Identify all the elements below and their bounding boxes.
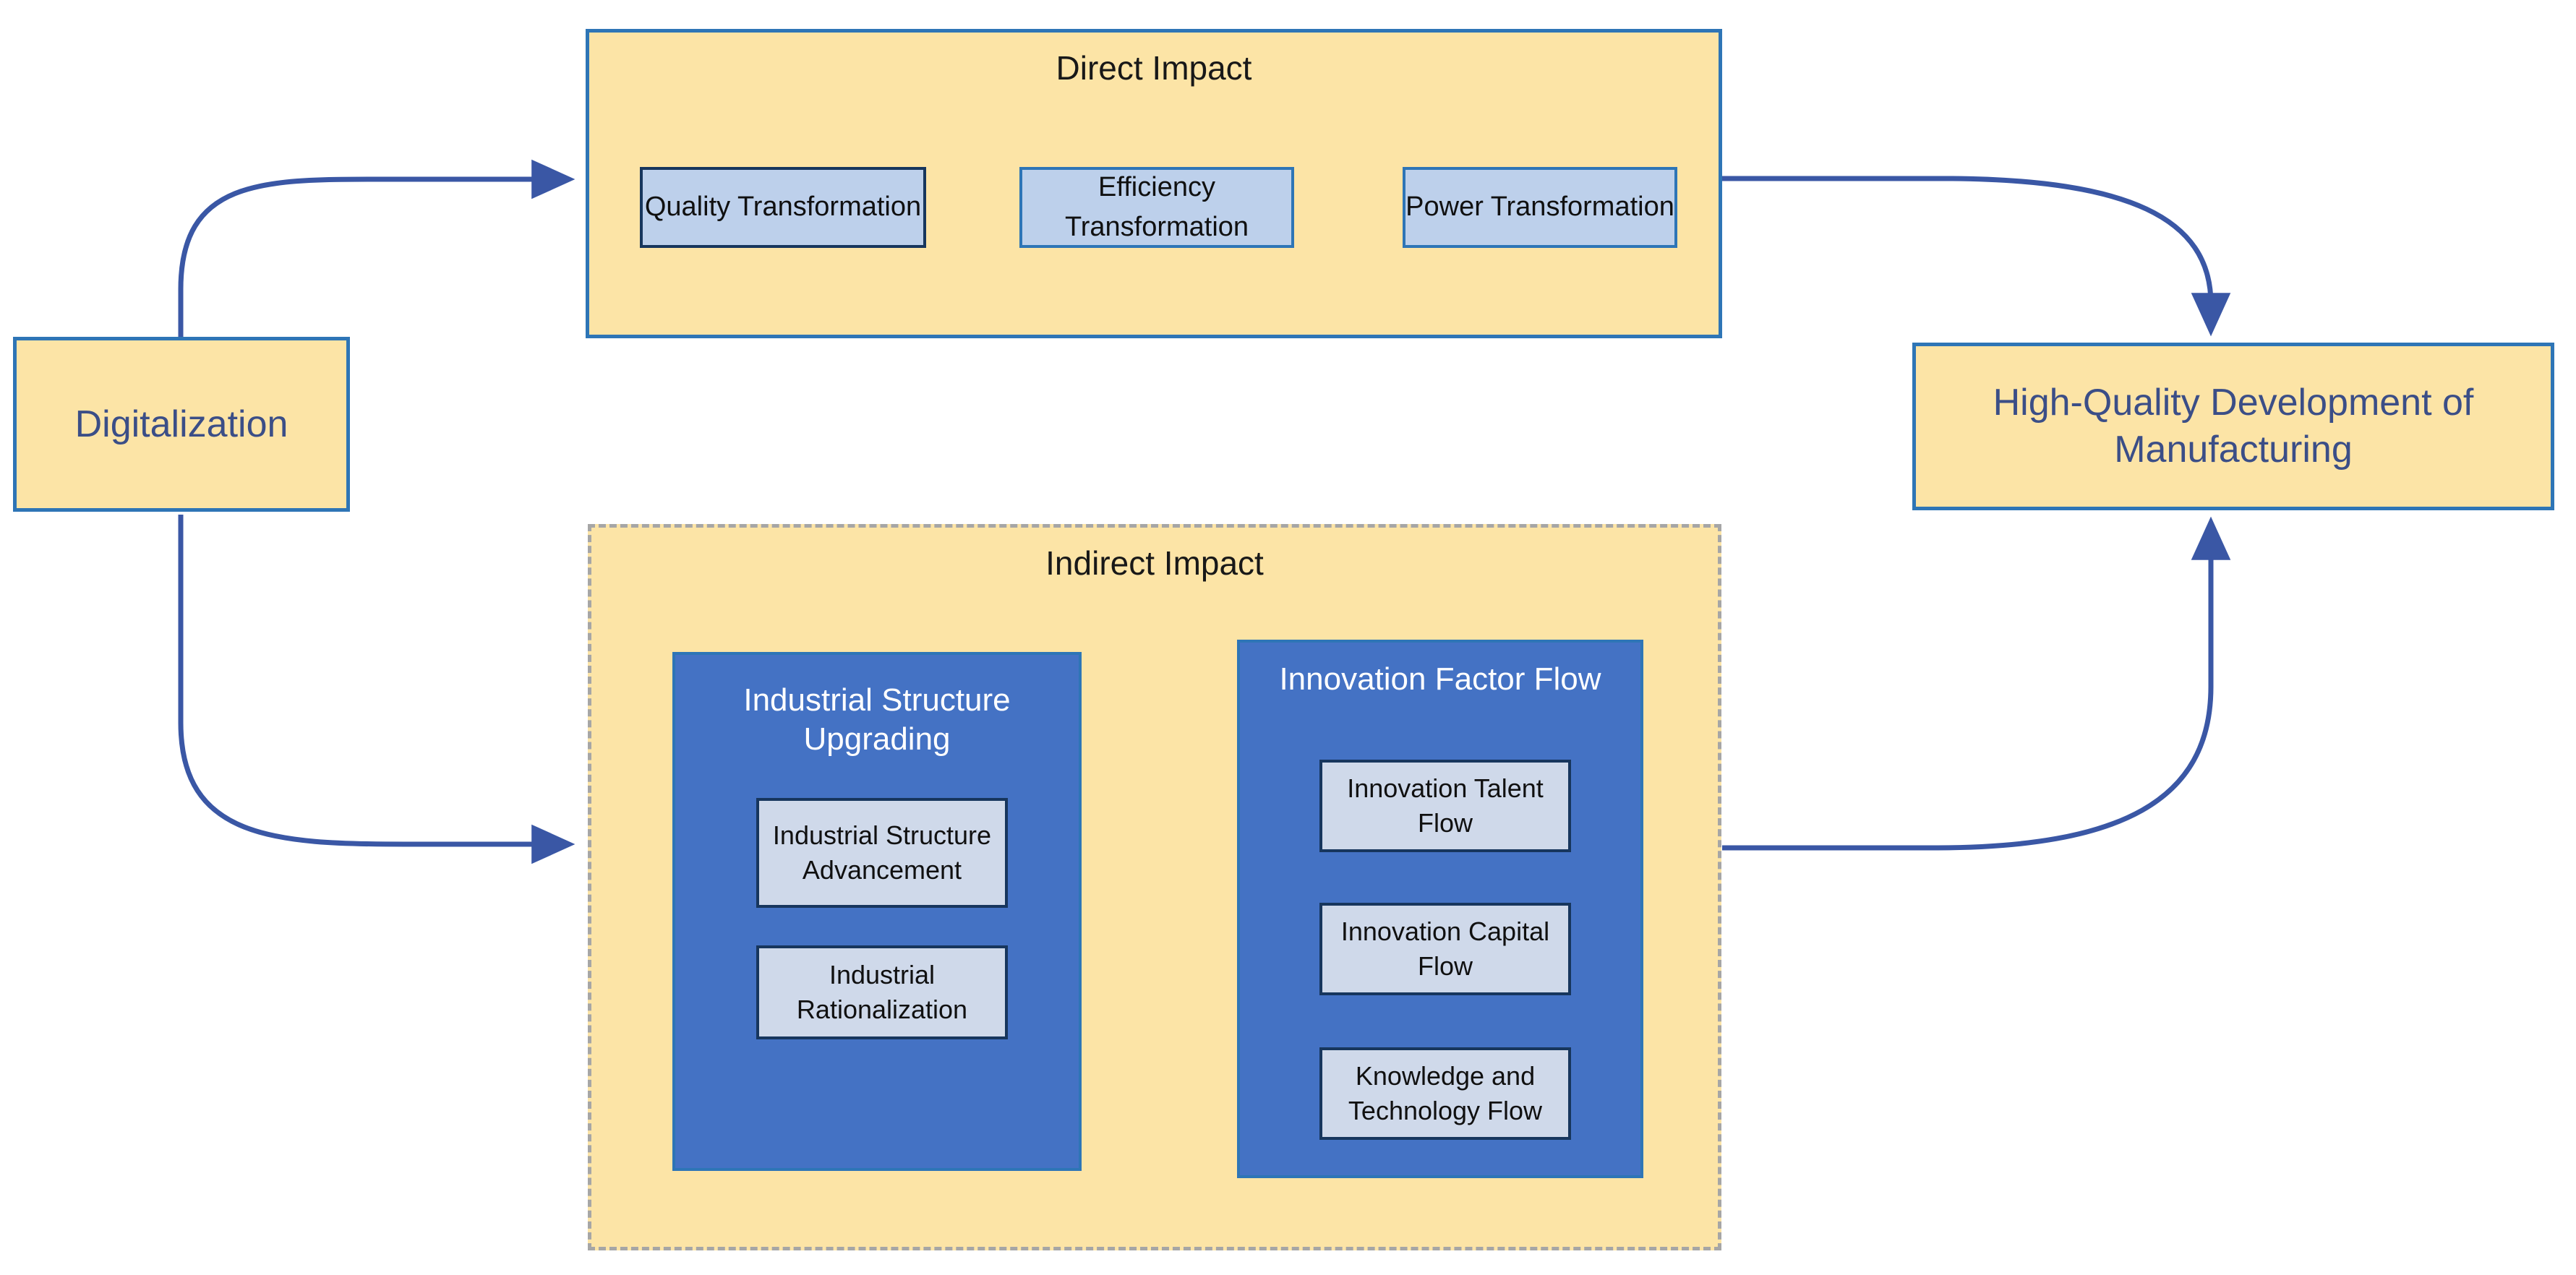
arrow-direct-impact-to-high-quality (1722, 176, 2231, 337)
node-industrial-structure-advancement-label: Industrial Structure Advancement (772, 820, 992, 885)
node-digitalization-label: Digitalization (74, 403, 288, 445)
node-knowledge-and-technology-flow[interactable]: Knowledge and Technology Flow (1319, 1047, 1571, 1140)
panel-direct-impact-title: Direct Impact (1056, 49, 1252, 87)
node-innovation-talent-flow[interactable]: Innovation Talent Flow (1319, 760, 1571, 852)
arrow-digitalization-to-indirect-impact (178, 515, 575, 864)
node-quality-transformation-label: Quality Transformation (644, 192, 922, 223)
node-power-transformation-label: Power Transformation (1405, 192, 1674, 223)
node-industrial-structure-upgrading-title: Industrial Structure Upgrading (743, 682, 1011, 757)
node-power-transformation[interactable]: Power Transformation (1403, 167, 1677, 248)
node-efficiency-transformation-label: Efficiency Transformation (1064, 171, 1249, 242)
node-industrial-rationalization-label: Industrial Rationalization (796, 960, 968, 1024)
node-quality-transformation[interactable]: Quality Transformation (640, 167, 926, 248)
node-innovation-talent-flow-label: Innovation Talent Flow (1347, 773, 1544, 838)
node-knowledge-and-technology-flow-label: Knowledge and Technology Flow (1348, 1061, 1543, 1125)
node-innovation-capital-flow[interactable]: Innovation Capital Flow (1319, 903, 1571, 995)
arrow-digitalization-to-direct-impact (178, 159, 575, 337)
arrow-indirect-impact-to-high-quality (1722, 516, 2231, 851)
node-industrial-rationalization[interactable]: Industrial Rationalization (756, 945, 1008, 1039)
node-innovation-factor-flow-title: Innovation Factor Flow (1279, 661, 1601, 697)
node-industrial-structure-upgrading[interactable]: Industrial Structure Upgrading Industria… (672, 652, 1082, 1171)
node-innovation-capital-flow-label: Innovation Capital Flow (1340, 916, 1550, 981)
node-high-quality-development-of-manufacturing-label: High-Quality Development of Manufacturin… (1993, 382, 2474, 471)
panel-indirect-impact-title: Indirect Impact (1045, 544, 1264, 582)
panel-direct-impact[interactable]: Direct Impact Quality Transformation Eff… (586, 29, 1722, 338)
node-high-quality-development-of-manufacturing[interactable]: High-Quality Development of Manufacturin… (1912, 343, 2554, 510)
node-efficiency-transformation[interactable]: Efficiency Transformation (1019, 167, 1294, 248)
panel-indirect-impact[interactable]: Indirect Impact Industrial Structure Upg… (588, 524, 1721, 1250)
node-industrial-structure-advancement[interactable]: Industrial Structure Advancement (756, 798, 1008, 908)
node-innovation-factor-flow[interactable]: Innovation Factor Flow Innovation Talent… (1237, 640, 1643, 1178)
node-digitalization[interactable]: Digitalization (13, 337, 350, 512)
